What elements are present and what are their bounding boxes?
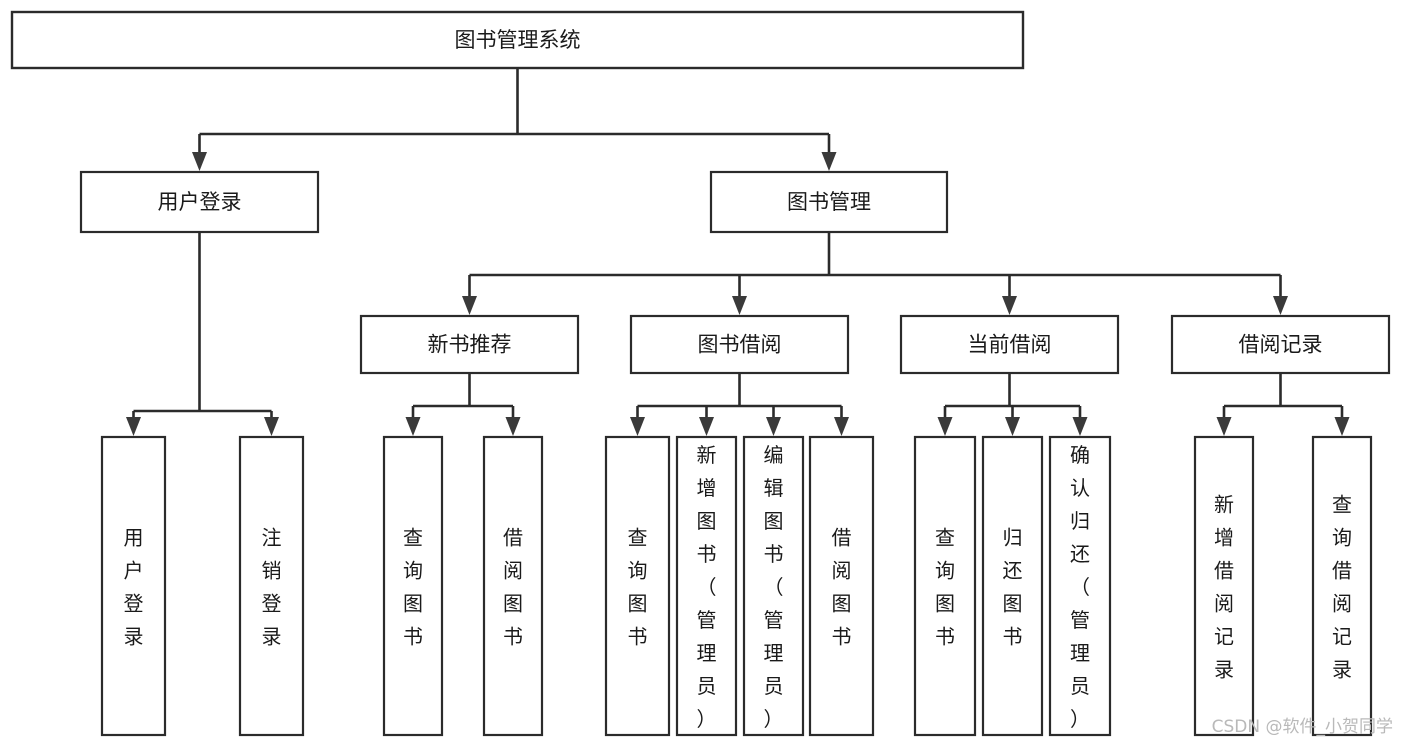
- node-box: [1048, 435, 1112, 737]
- node-label: 新增图书（管理员）: [697, 443, 717, 731]
- node-box: [604, 435, 671, 737]
- node-box: [675, 435, 738, 737]
- node-label: 查询借阅记录: [1332, 492, 1352, 681]
- node-leaf-12[interactable]: 查询借阅记录: [1311, 435, 1373, 737]
- csdn-watermark: CSDN @软件_小贺同学: [1212, 717, 1393, 737]
- node-label: 当前借阅: [968, 333, 1052, 357]
- node-label: 图书管理: [787, 190, 871, 214]
- node-leaf-3[interactable]: 借阅图书: [482, 435, 544, 737]
- node-box: [1311, 435, 1373, 737]
- node-level2-0[interactable]: 用户登录: [79, 170, 320, 234]
- node-box: [100, 435, 167, 737]
- node-leaf-4[interactable]: 查询图书: [604, 435, 671, 737]
- node-label: 查询图书: [935, 525, 955, 648]
- node-label: 查询图书: [628, 525, 648, 648]
- node-label: 确认归还（管理员）: [1070, 443, 1090, 731]
- node-label: 借阅图书: [503, 525, 523, 648]
- node-box: [709, 170, 949, 234]
- connector-layer: [126, 68, 1350, 436]
- node-level2-1[interactable]: 图书管理: [709, 170, 949, 234]
- node-box: [10, 10, 1025, 70]
- node-leaf-2[interactable]: 查询图书: [382, 435, 444, 737]
- node-label: 用户登录: [124, 525, 144, 648]
- node-box: [629, 314, 850, 375]
- node-label: 查询图书: [403, 525, 423, 648]
- node-box: [79, 170, 320, 234]
- node-level3-1[interactable]: 图书借阅: [629, 314, 850, 375]
- node-box: [359, 314, 580, 375]
- node-layer: 图书管理系统用户登录图书管理新书推荐图书借阅当前借阅借阅记录用户登录注销登录查询…: [10, 10, 1391, 737]
- node-leaf-8[interactable]: 查询图书: [913, 435, 977, 737]
- node-box: [742, 435, 805, 737]
- node-label: 编辑图书（管理员）: [764, 443, 784, 731]
- node-label: 图书管理系统: [455, 28, 581, 52]
- node-level3-0[interactable]: 新书推荐: [359, 314, 580, 375]
- node-box: [913, 435, 977, 737]
- node-label: 新增借阅记录: [1214, 492, 1234, 681]
- node-leaf-7[interactable]: 借阅图书: [808, 435, 875, 737]
- node-label: 借阅图书: [832, 525, 852, 648]
- node-box: [1170, 314, 1391, 375]
- node-label: 图书借阅: [698, 333, 782, 357]
- node-label: 借阅记录: [1239, 333, 1323, 357]
- node-leaf-6[interactable]: 编辑图书（管理员）: [742, 435, 805, 737]
- node-box: [808, 435, 875, 737]
- node-leaf-0[interactable]: 用户登录: [100, 435, 167, 737]
- node-box: [382, 435, 444, 737]
- node-leaf-1[interactable]: 注销登录: [238, 435, 305, 737]
- node-level3-2[interactable]: 当前借阅: [899, 314, 1120, 375]
- node-leaf-10[interactable]: 确认归还（管理员）: [1048, 435, 1112, 737]
- node-box: [238, 435, 305, 737]
- node-label: 注销登录: [262, 525, 282, 648]
- node-box: [1193, 435, 1255, 737]
- node-leaf-9[interactable]: 归还图书: [981, 435, 1044, 737]
- node-root-0[interactable]: 图书管理系统: [10, 10, 1025, 70]
- node-leaf-5[interactable]: 新增图书（管理员）: [675, 435, 738, 737]
- node-label: 用户登录: [158, 190, 242, 214]
- node-box: [981, 435, 1044, 737]
- node-box: [899, 314, 1120, 375]
- node-level3-3[interactable]: 借阅记录: [1170, 314, 1391, 375]
- node-label: 新书推荐: [428, 333, 512, 357]
- node-label: 归还图书: [1003, 525, 1023, 648]
- node-box: [482, 435, 544, 737]
- node-leaf-11[interactable]: 新增借阅记录: [1193, 435, 1255, 737]
